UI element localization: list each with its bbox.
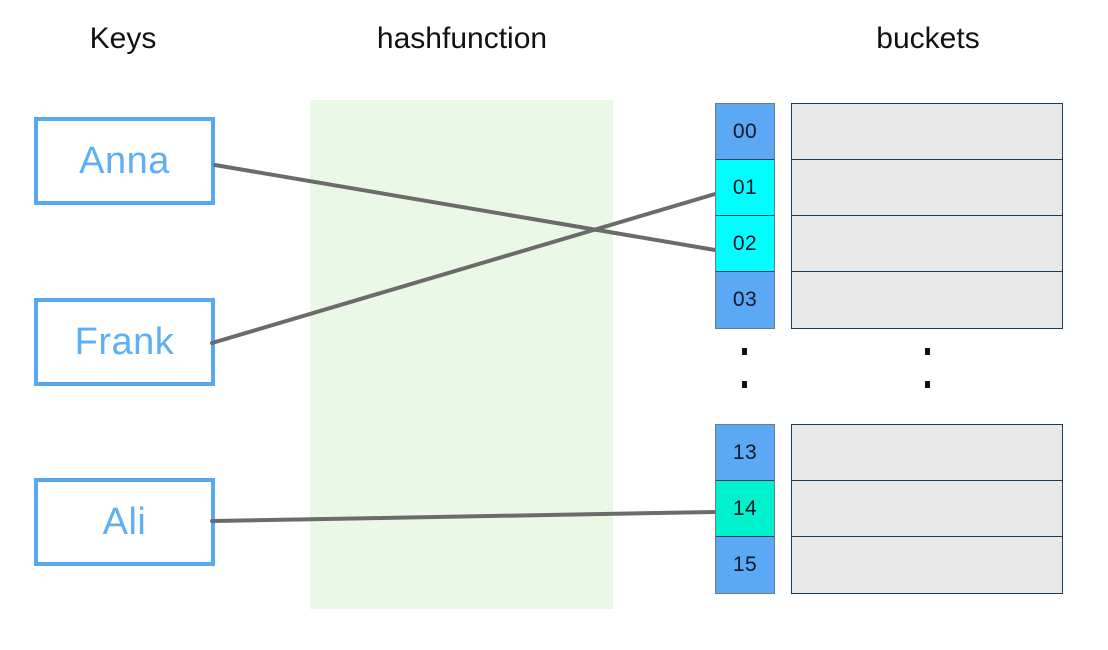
bucket-row[interactable] — [792, 272, 1062, 328]
bucket-row[interactable] — [792, 537, 1062, 593]
ellipsis-dots-1 — [742, 348, 747, 388]
index-cell-00[interactable]: 00 — [716, 104, 774, 160]
bucket-row[interactable] — [792, 160, 1062, 216]
ellipsis-dot — [925, 348, 930, 355]
index-cell-13[interactable]: 13 — [716, 425, 774, 481]
key-box-frank[interactable]: Frank — [34, 298, 215, 386]
key-label: Frank — [74, 321, 175, 363]
column-header-buckets: buckets — [876, 22, 980, 55]
column-header-hashfunction: hashfunction — [376, 22, 548, 55]
index-cell-03[interactable]: 03 — [716, 272, 774, 328]
key-label: Anna — [79, 140, 170, 182]
key-box-ali[interactable]: Ali — [34, 478, 215, 566]
index-cell-02[interactable]: 02 — [716, 216, 774, 272]
hashfunction-band — [310, 100, 613, 609]
key-box-anna[interactable]: Anna — [34, 117, 215, 205]
column-header-keys: Keys — [89, 22, 157, 55]
bucket-column-2 — [791, 424, 1063, 594]
bucket-row[interactable] — [792, 104, 1062, 160]
ellipsis-dots-2 — [925, 348, 930, 388]
key-label: Ali — [102, 501, 147, 543]
ellipsis-dot — [742, 381, 747, 388]
bucket-column-1 — [791, 103, 1063, 329]
bucket-row[interactable] — [792, 481, 1062, 537]
index-cell-15[interactable]: 15 — [716, 537, 774, 593]
index-cell-01[interactable]: 01 — [716, 160, 774, 216]
index-cell-14[interactable]: 14 — [716, 481, 774, 537]
bucket-row[interactable] — [792, 216, 1062, 272]
ellipsis-dot — [925, 381, 930, 388]
bucket-row[interactable] — [792, 425, 1062, 481]
ellipsis-dot — [742, 348, 747, 355]
